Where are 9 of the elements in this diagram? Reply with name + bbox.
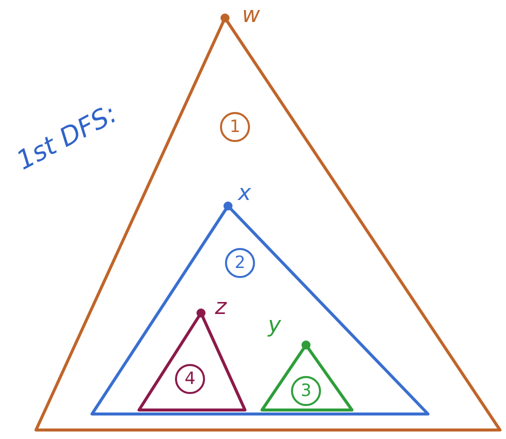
circled-number: 4 [175, 364, 205, 394]
circled-number: 1 [220, 112, 250, 142]
vertex-label: y [268, 314, 282, 338]
vertex-label: w [242, 4, 260, 28]
circled-number: 3 [291, 376, 321, 406]
circled-number: 2 [225, 248, 255, 278]
vertex-label: z [215, 296, 227, 320]
heading-note: 1st DFS: [12, 98, 122, 176]
vertex-label: x [238, 182, 252, 206]
